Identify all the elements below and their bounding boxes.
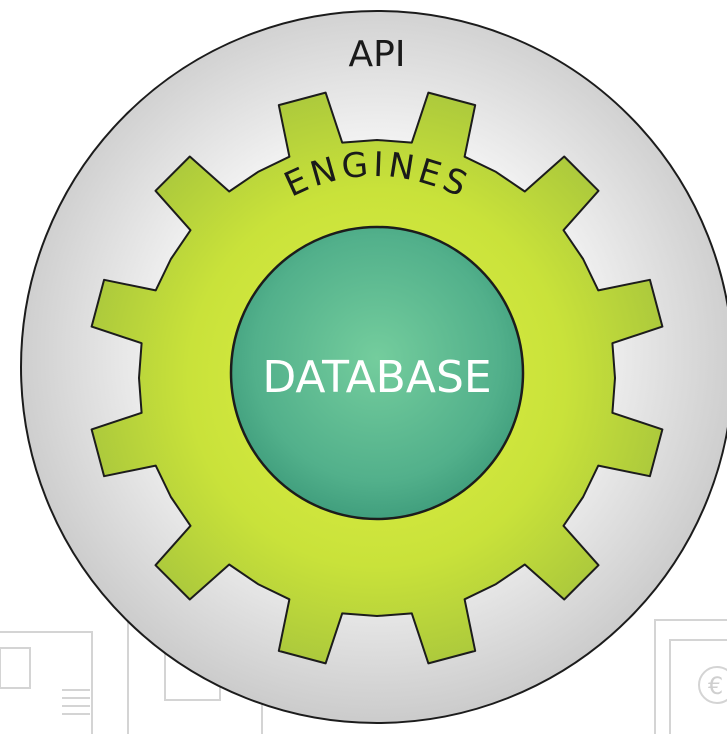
database-label: DATABASE	[262, 352, 491, 403]
api-label: API	[349, 34, 406, 75]
watermark-panel-5	[669, 639, 727, 734]
watermark-panel-1	[0, 631, 93, 734]
watermark-panel-4	[654, 619, 727, 734]
watermark-panel-2	[0, 647, 31, 689]
euro-icon	[698, 666, 727, 704]
database-core-circle	[229, 225, 525, 521]
euro-icon-glyph: €	[708, 672, 723, 700]
